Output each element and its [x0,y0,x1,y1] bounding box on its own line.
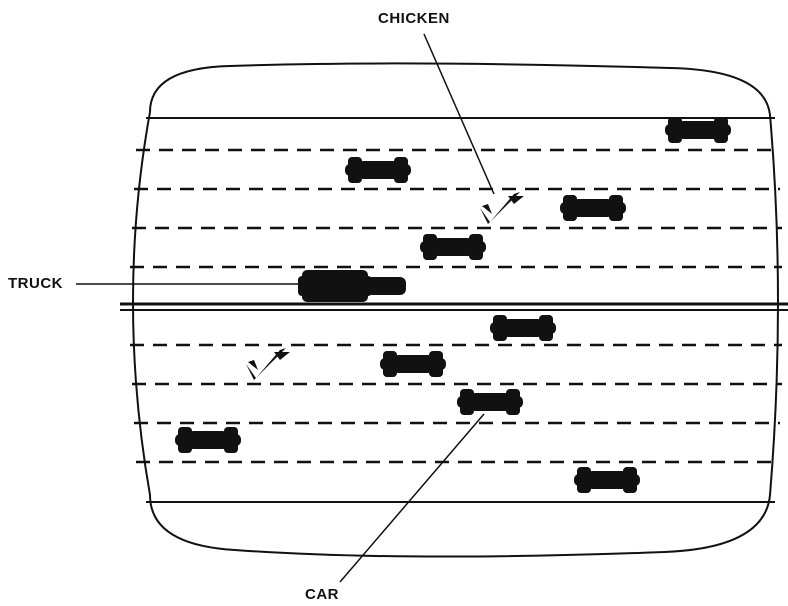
car-icon [665,117,731,143]
car-icon [345,157,411,183]
car-icon [560,195,626,221]
car-icon [175,427,241,453]
chicken-label: CHICKEN [378,10,450,27]
car-icon [457,389,523,415]
car-icon [490,315,556,341]
car-icon [574,467,640,493]
chicken-icon [480,192,524,224]
car-icon [420,234,486,260]
lane-dividers [130,148,782,464]
screen-outline [132,62,779,558]
car-leader-line [339,413,485,583]
truck-icon [298,270,406,302]
chicken-icon [246,348,290,380]
truck-label: TRUCK [8,275,63,292]
car-icon [380,351,446,377]
car-label: CAR [305,586,339,603]
chicken-leader-line [423,33,495,195]
